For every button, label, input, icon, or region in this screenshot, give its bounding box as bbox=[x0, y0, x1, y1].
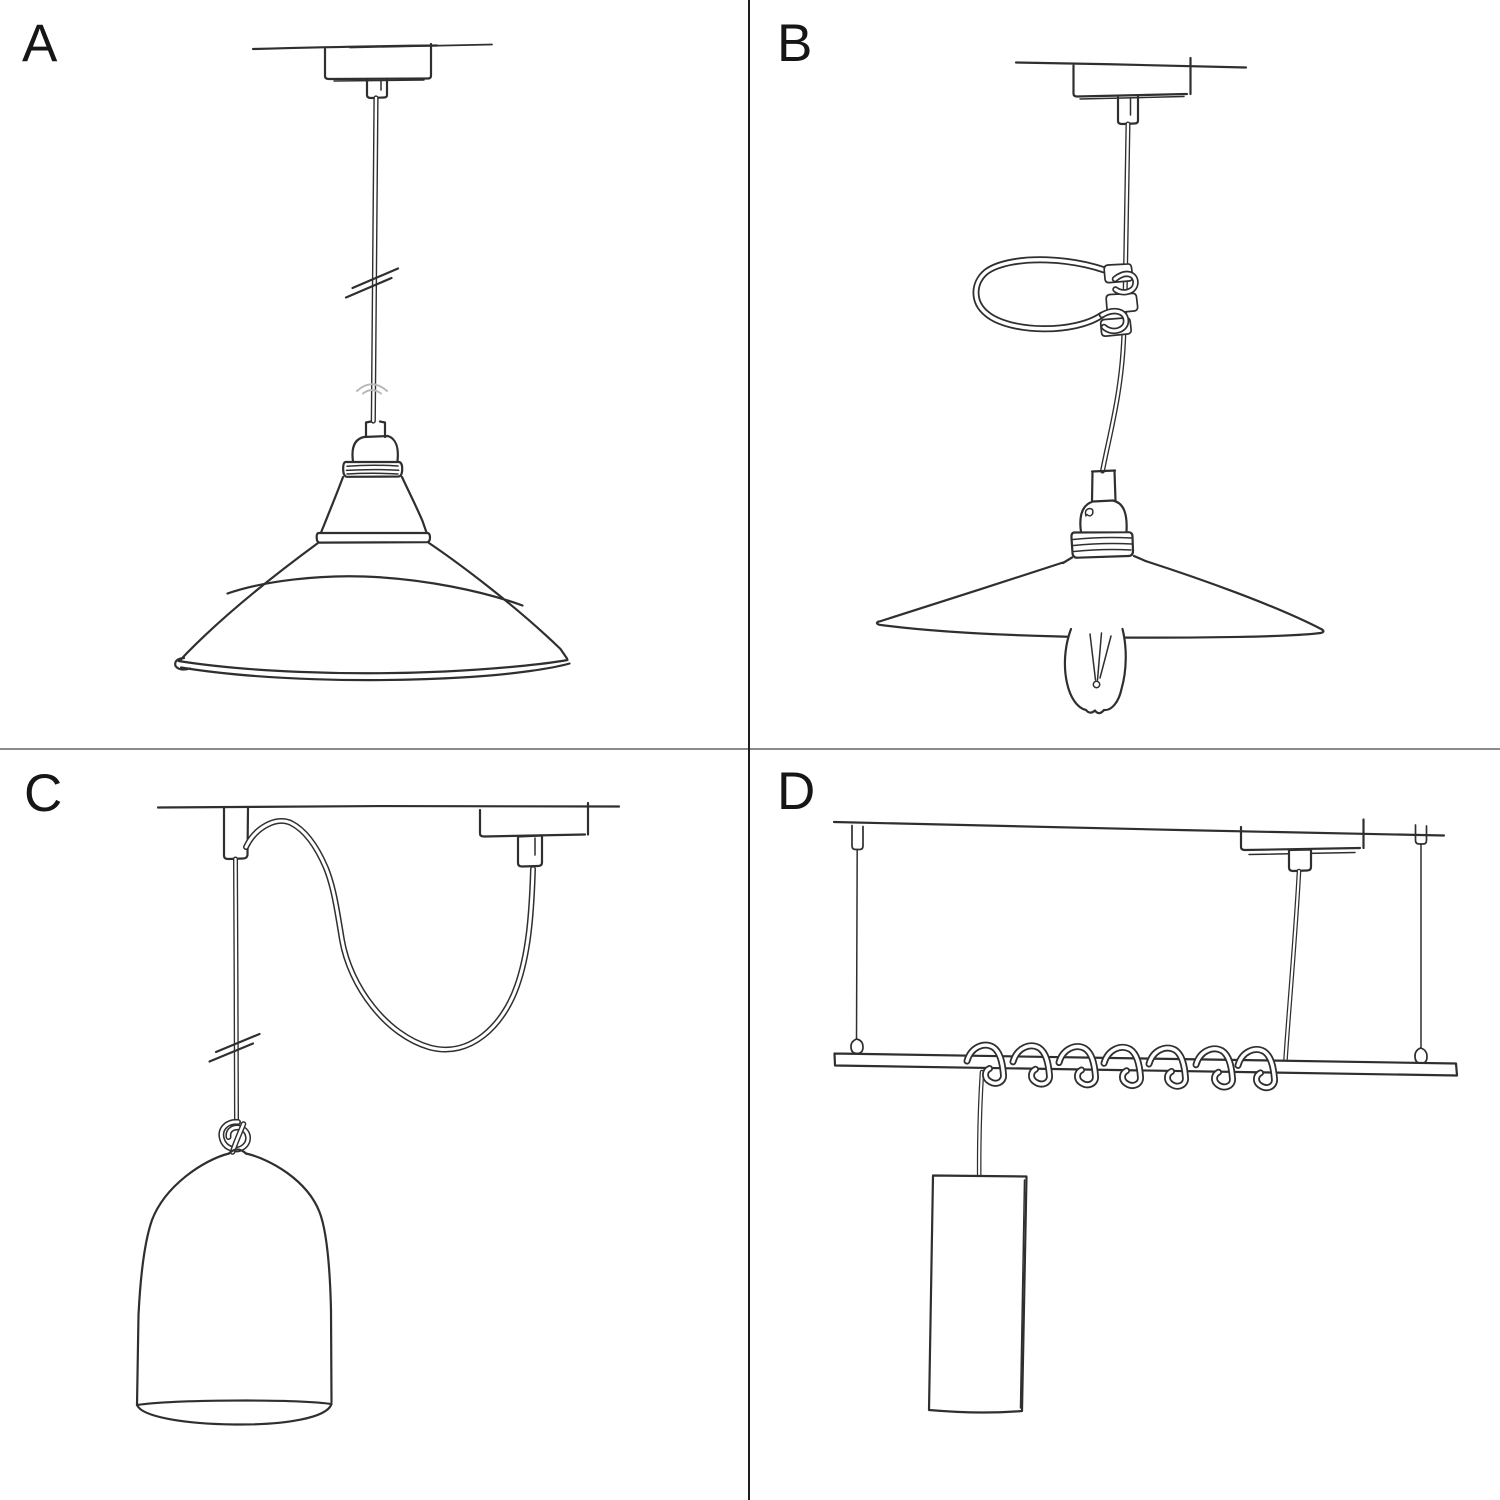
ceiling-rose bbox=[1239, 818, 1365, 873]
cable-length-break-marks bbox=[344, 267, 400, 299]
panel-c: C bbox=[0, 750, 750, 1500]
panel-d: D bbox=[750, 750, 1500, 1500]
sketch-pendant-industrial-shade bbox=[174, 42, 571, 682]
cylinder-pendant bbox=[927, 1174, 1028, 1414]
bell-shade bbox=[135, 1148, 333, 1426]
suspension-left bbox=[850, 824, 864, 1055]
ceiling-rose bbox=[478, 801, 590, 868]
ceiling-line bbox=[832, 820, 1446, 837]
ceiling-line bbox=[1014, 61, 1248, 69]
lamp-holder bbox=[342, 420, 404, 478]
drop-cable bbox=[233, 856, 239, 1123]
ceiling-hook-bracket bbox=[222, 805, 250, 861]
ceiling-line bbox=[156, 804, 621, 809]
cable-hook-loop bbox=[972, 256, 1139, 337]
swag-cable bbox=[243, 818, 536, 1053]
vertical-divider bbox=[748, 0, 750, 1500]
shade-neck bbox=[315, 475, 432, 544]
cable-knot bbox=[218, 1118, 251, 1155]
ceiling-line bbox=[251, 43, 493, 51]
adjust-height-hint-arrow bbox=[356, 383, 388, 395]
horizontal-divider bbox=[0, 748, 1500, 750]
light-bulb bbox=[1063, 627, 1127, 715]
pendant-drop-cable bbox=[976, 1069, 985, 1181]
rose-drop-cable bbox=[1283, 868, 1302, 1063]
lamp-holder bbox=[1070, 469, 1135, 559]
suspension-right bbox=[1414, 824, 1428, 1065]
sketch-pendant-plate-shade-with-hook bbox=[875, 56, 1325, 715]
panel-a: A bbox=[0, 0, 750, 750]
coiled-cable bbox=[963, 1041, 1278, 1092]
flat-plate-shade bbox=[875, 554, 1325, 639]
ceiling-rose bbox=[1072, 56, 1192, 126]
sketch-pendant-bar-coiled-cable bbox=[832, 818, 1459, 1414]
panel-label-a: A bbox=[22, 14, 59, 73]
cable-length-break-marks bbox=[208, 1032, 261, 1063]
panel-label-c: C bbox=[24, 764, 64, 823]
pendant-cable bbox=[370, 95, 379, 424]
panel-b: B bbox=[750, 0, 1500, 750]
panel-label-d: D bbox=[777, 762, 817, 821]
industrial-bowl-shade bbox=[174, 541, 571, 682]
sketch-swag-pendant-bell-shade bbox=[135, 801, 621, 1426]
ceiling-rose bbox=[323, 42, 433, 100]
panel-label-b: B bbox=[777, 14, 814, 73]
